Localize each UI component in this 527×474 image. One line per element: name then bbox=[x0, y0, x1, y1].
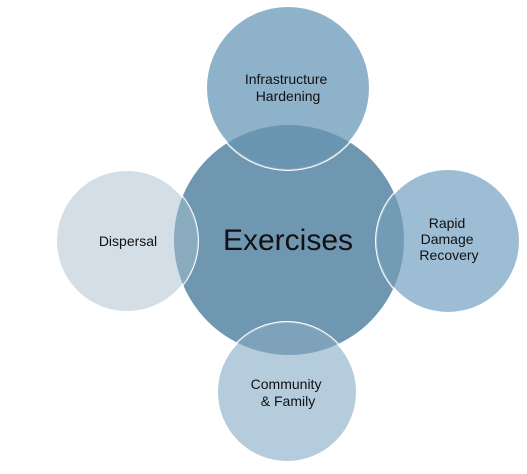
satellite-community-family bbox=[216, 321, 358, 463]
label-infrastructure-line-2: Hardening bbox=[256, 88, 321, 104]
satellite-rapid-damage-recovery bbox=[375, 168, 521, 314]
center-label: Exercises bbox=[223, 224, 353, 257]
satellite-dispersal bbox=[55, 169, 199, 313]
satellite-infrastructure bbox=[205, 5, 371, 171]
label-rapid-damage-recovery: Rapid Damage Recovery bbox=[419, 215, 478, 263]
label-rapid-line-2: Damage bbox=[421, 231, 474, 247]
label-dispersal: Dispersal bbox=[99, 233, 157, 249]
label-infrastructure: Infrastructure Hardening bbox=[245, 71, 331, 104]
label-community-line-1: Community bbox=[251, 376, 322, 392]
label-community-family: Community & Family bbox=[251, 376, 326, 409]
center-circle bbox=[174, 125, 404, 355]
label-community-line-2: & Family bbox=[261, 393, 315, 409]
label-rapid-line-3: Recovery bbox=[419, 247, 478, 263]
label-infrastructure-line-1: Infrastructure bbox=[245, 71, 328, 87]
label-rapid-line-1: Rapid bbox=[429, 215, 466, 231]
